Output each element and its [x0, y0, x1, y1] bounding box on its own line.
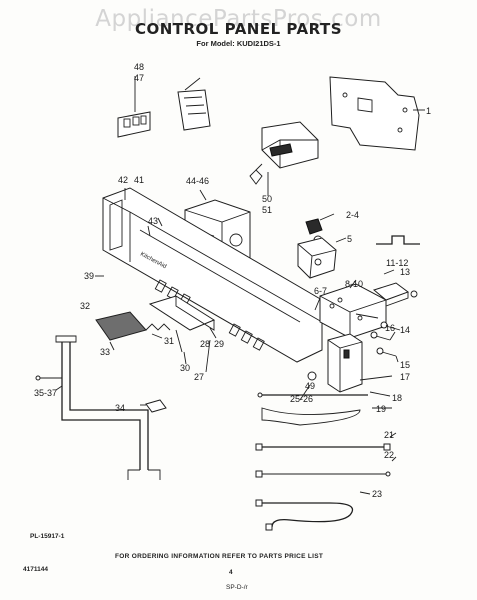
date-code: SP-D-/r [226, 584, 248, 591]
callout-15: 15 [400, 360, 410, 370]
callout-23: 23 [372, 489, 382, 499]
callout-35-37: 35-37 [34, 388, 57, 398]
ordering-note: FOR ORDERING INFORMATION REFER TO PARTS … [115, 553, 324, 560]
callout-17: 17 [400, 372, 410, 382]
callout-22: 22 [384, 450, 394, 460]
part-16-screw[interactable] [370, 331, 391, 341]
callout-43: 43 [148, 216, 158, 226]
callout-49: 49 [305, 381, 315, 391]
callout-48: 48 [134, 62, 144, 72]
callout-39: 39 [84, 271, 94, 281]
callout-1: 1 [426, 106, 431, 116]
part-35-37-wiring-harness[interactable] [35, 335, 161, 480]
callout-31: 31 [164, 336, 174, 346]
part-14-screw[interactable] [380, 321, 401, 331]
callout-labels: 1 2-4 5 6-7 8-10 11-12 13 14 15 16 17 18… [34, 62, 431, 499]
callout-16: 16 [385, 323, 395, 333]
part-48-circuit-board[interactable] [177, 89, 211, 131]
part-11-12-wire-bracket[interactable] [376, 235, 420, 245]
part-30-pin[interactable] [175, 329, 183, 353]
callout-6-7: 6-7 [314, 286, 327, 296]
page-title: CONTROL PANEL PARTS [134, 20, 343, 38]
callout-25-26: 25-26 [290, 394, 313, 404]
part-31-spring[interactable] [145, 323, 171, 331]
leader-lines [55, 76, 425, 495]
part-39-control-panel[interactable]: KitchenAid [102, 187, 323, 363]
part-49-nut[interactable] [307, 371, 317, 381]
callout-50: 50 [262, 194, 272, 204]
part-21-wire[interactable] [255, 443, 391, 451]
callout-28: 28 [200, 339, 210, 349]
callout-19: 19 [376, 404, 386, 414]
part-15-screw[interactable] [376, 347, 397, 357]
callout-8-10: 8-10 [345, 279, 363, 289]
callout-30: 30 [180, 363, 190, 373]
callout-27: 27 [194, 372, 204, 382]
callout-29: 29 [214, 339, 224, 349]
callout-18: 18 [392, 393, 402, 403]
callout-11-12: 11-12 [386, 258, 408, 268]
part-18-wire[interactable] [257, 392, 368, 398]
part-5-selector-switch[interactable] [297, 237, 337, 279]
callout-2-4: 2-4 [346, 210, 359, 220]
watermark: AppliancePartsPros.com [95, 6, 382, 32]
callout-33: 33 [100, 347, 110, 357]
part-1-insulation-shield[interactable] [329, 76, 420, 151]
callout-41: 41 [134, 175, 144, 185]
part-28-latch[interactable] [148, 295, 216, 331]
callout-5: 5 [347, 234, 352, 244]
callout-44-46: 44-46 [186, 176, 209, 186]
part-43-screw[interactable] [157, 217, 163, 227]
callout-32: 32 [80, 301, 90, 311]
part-22-wire[interactable] [255, 470, 391, 478]
callout-51: 51 [262, 205, 272, 215]
part-34-clip[interactable] [145, 399, 167, 413]
callout-21: 21 [384, 430, 394, 440]
part-17-indicator-housing[interactable] [327, 333, 363, 393]
part-32-handle[interactable] [95, 311, 147, 341]
plate-reference: PL-15917-1 [30, 533, 65, 540]
callout-34: 34 [115, 403, 125, 413]
part-51-switch-clip[interactable] [249, 163, 263, 185]
page-number: 4 [229, 569, 233, 576]
part-47-control-module[interactable] [117, 111, 151, 138]
doc-number: 4171144 [23, 566, 48, 573]
callout-13: 13 [400, 267, 410, 277]
part-23-wire-harness[interactable] [255, 499, 354, 531]
part-50-switch-housing[interactable] [261, 121, 319, 169]
model-label: For Model: KUDI21DS-1 [196, 39, 281, 48]
callout-14: 14 [400, 325, 410, 335]
callout-47: 47 [134, 73, 144, 83]
callout-42: 42 [118, 175, 128, 185]
part-19-wire[interactable] [261, 407, 361, 426]
